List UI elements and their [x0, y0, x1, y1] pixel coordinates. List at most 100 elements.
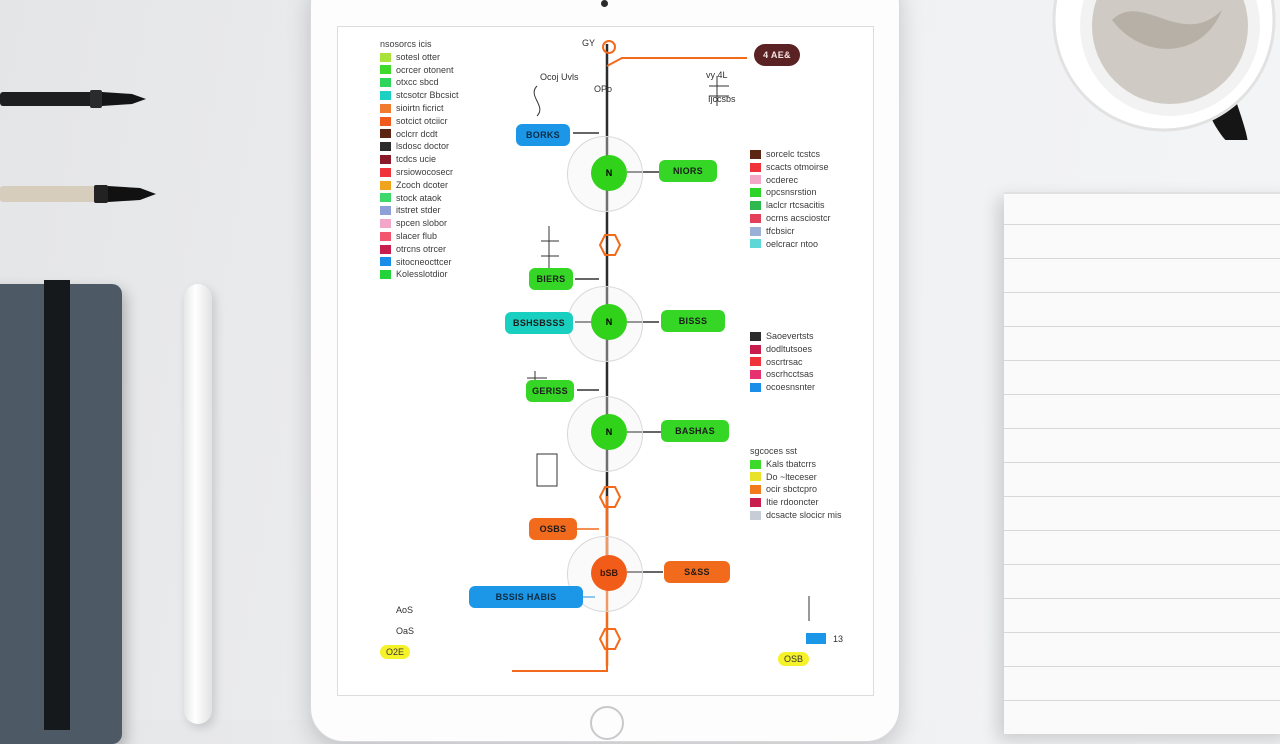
label-left-top: Ocoj Uvls	[540, 72, 579, 82]
legend-swatch	[750, 149, 761, 159]
legend-item: ocoesnsnter	[750, 381, 815, 394]
legend-swatch	[750, 510, 761, 520]
legend-label: sotcict otciicr	[396, 115, 448, 126]
legend-label: Saoevertsts	[766, 331, 814, 341]
legend-item: ocderec	[750, 174, 831, 187]
legend-item: Do ~lteceser	[750, 471, 842, 484]
legend-item: stock ataok	[380, 192, 459, 205]
legend-item: sioirtn ficrict	[380, 102, 459, 115]
top-label: GY	[582, 38, 596, 48]
process-pill-5-right[interactable]: S&SS	[664, 561, 730, 583]
hexagon-icon	[599, 486, 621, 508]
legend-label: otrcns otrcer	[396, 243, 447, 254]
process-pill-2[interactable]: BIERS	[529, 268, 573, 290]
legend-swatch	[750, 370, 761, 380]
legend-title: nsosorcs icis	[380, 39, 432, 49]
legend-item: Kals tbatcrrs	[750, 458, 842, 471]
legend-label: ocir sbctcpro	[766, 484, 818, 495]
legend-item: otrcns otrcer	[380, 243, 459, 256]
lined-notepad	[1004, 192, 1280, 734]
black-pen	[0, 90, 146, 108]
legend-swatch	[380, 116, 391, 126]
process-pill-1-right[interactable]: NIORS	[659, 160, 717, 182]
legend-label: otxcc sbcd	[396, 77, 439, 88]
legend-item: laclcr rtcsacitis	[750, 199, 831, 212]
process-pill-5[interactable]: OSBS	[529, 518, 577, 540]
front-camera	[601, 0, 608, 7]
legend-item: spcen slobor	[380, 217, 459, 230]
legend-label: srsiowocosecr	[396, 166, 454, 177]
legend-item: sitocneocttcer	[380, 256, 459, 269]
legend-label: dodltutsoes	[766, 343, 813, 354]
legend-swatch	[750, 344, 761, 354]
legend-label: oscrhcctsas	[766, 369, 814, 380]
legend-swatch	[750, 357, 761, 367]
process-node-3[interactable]: N	[591, 414, 627, 450]
legend-label: laclcr rtcsacitis	[766, 200, 825, 211]
process-pill-3-right[interactable]: BISSS	[661, 310, 725, 332]
bottom-label-2: OaS	[396, 626, 415, 636]
legend-label: oscrtrsac	[766, 356, 803, 367]
legend-swatch	[380, 155, 391, 165]
legend-label: ocderec	[766, 174, 799, 185]
legend-swatch	[380, 180, 391, 190]
legend-item: tcdcs ucie	[380, 153, 459, 166]
hexagon-icon	[599, 234, 621, 256]
legend-swatch	[380, 257, 391, 267]
legend-item: ocir sbctcpro	[750, 483, 842, 496]
legend-item: scacts otmoirse	[750, 161, 831, 174]
legend-label: oelcracr ntoo	[766, 238, 819, 249]
legend-label: scacts otmoirse	[766, 161, 829, 172]
top-right-pill[interactable]: 4 AE&	[754, 44, 800, 66]
legend-label: tcdcs ucie	[396, 154, 437, 165]
legend-label: Kolesslotdior	[396, 269, 448, 280]
legend-swatch	[750, 201, 761, 211]
right-bottom-tag: OSB	[778, 652, 810, 666]
process-node-1[interactable]: N	[591, 155, 627, 191]
legend-item: Itie rdooncter	[750, 496, 842, 509]
home-button[interactable]	[590, 706, 624, 740]
legend-item: opcsnsrstion	[750, 186, 831, 199]
legend-label: stcsotcr Bbcsict	[396, 90, 459, 101]
legend-label: Do ~lteceser	[766, 471, 817, 482]
process-pill-3[interactable]: BSHSBSSS	[505, 312, 573, 334]
process-node-4[interactable]: bSB	[591, 555, 627, 591]
start-circle-icon	[602, 40, 616, 54]
process-pill-4-right[interactable]: BASHAS	[661, 420, 729, 442]
legend-item: oscrhcctsas	[750, 368, 815, 381]
legend-label: ocoesnsnter	[766, 382, 816, 393]
legend-label: dcsacte slocicr mis	[766, 509, 842, 520]
legend-item: lsdosc doctor	[380, 140, 459, 153]
legend-label: sitocneocttcer	[396, 256, 452, 267]
bottom-label-1: AoS	[396, 605, 414, 615]
legend-item: srsiowocosecr	[380, 166, 459, 179]
legend-label: sioirtn ficrict	[396, 102, 444, 113]
legend-label: oclcrr dcdt	[396, 128, 438, 139]
process-pill-4[interactable]: GERISS	[526, 380, 574, 402]
legend-item: itstret stder	[380, 204, 459, 217]
legend-swatch	[380, 78, 391, 88]
legend-item: sotcict otciicr	[380, 115, 459, 128]
right-bottom-number: 13	[833, 634, 844, 644]
legend-label: tfcbsicr	[766, 225, 795, 236]
legend-swatch	[750, 175, 761, 185]
legend-label: sotesl otter	[396, 51, 441, 62]
legend-item: Zcoch dcoter	[380, 179, 459, 192]
label-right-top-2: Ijccsbs	[708, 94, 736, 104]
legend-swatch	[750, 485, 761, 495]
legend-item: stcsotcr Bbcsict	[380, 89, 459, 102]
legend-item: tfcbsicr	[750, 225, 831, 238]
legend-item: sotesl otter	[380, 51, 459, 64]
process-pill-6[interactable]: BSSIS HABIS	[469, 586, 583, 608]
stylus-pencil	[184, 284, 212, 724]
process-node-2[interactable]: N	[591, 304, 627, 340]
process-pill-1[interactable]: BORKS	[516, 124, 570, 146]
legend-swatch	[380, 103, 391, 113]
legend-label: Zcoch dcoter	[396, 179, 449, 190]
label-left-top-2: OPo	[594, 84, 613, 94]
legend-label: itstret stder	[396, 205, 441, 216]
legend-swatch	[380, 91, 391, 101]
legend-label: lsdosc doctor	[396, 141, 450, 152]
